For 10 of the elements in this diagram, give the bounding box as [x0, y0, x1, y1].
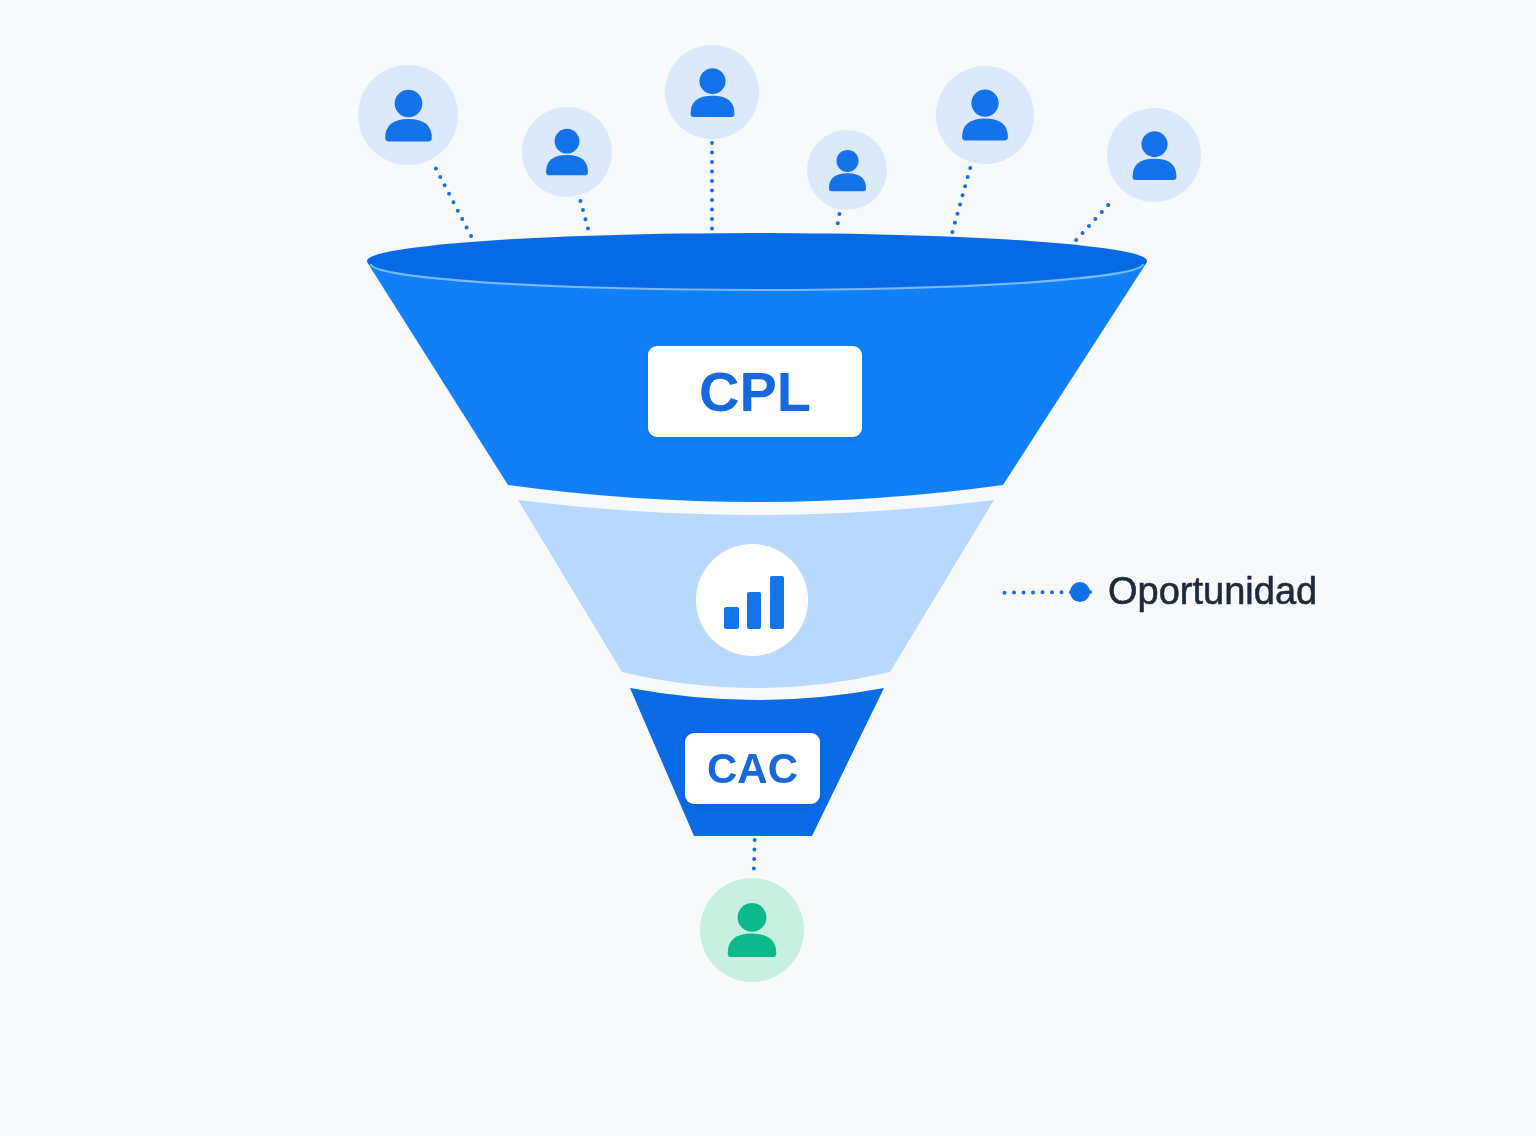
stage-label: Oportunidad	[1108, 568, 1340, 614]
funnel-bottom-section	[629, 687, 885, 838]
dotted-connector	[433, 166, 475, 241]
dotted-connector	[1072, 202, 1111, 244]
metric-tag: CPL	[648, 346, 862, 437]
funnel-middle-section	[517, 499, 995, 690]
dotted-connector	[950, 165, 973, 235]
funnel-top-section	[366, 232, 1148, 504]
dotted-connector	[710, 141, 714, 232]
metric-tag: CAC	[685, 733, 820, 804]
